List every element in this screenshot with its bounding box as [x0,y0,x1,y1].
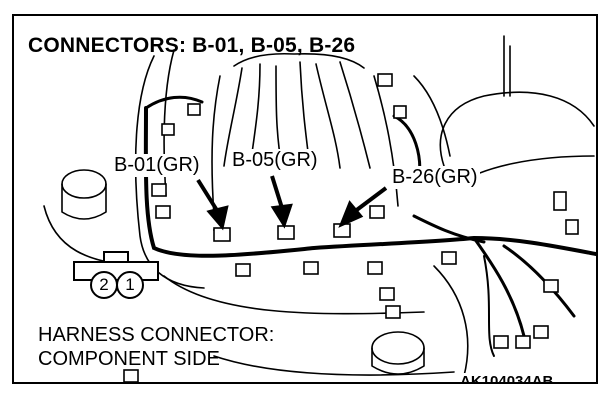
arrow-b01 [196,178,220,214]
engine-bay-illustration [43,35,596,382]
connector-b05-block [277,225,295,240]
connector-b01-block [213,227,231,242]
intake-runner-3 [315,63,341,169]
connector-pin-1: 1 [116,271,144,299]
diagram-frame: CONNECTORS: B-01, B-05, B-26 B-01(GR) B-… [12,14,598,384]
reservoir-cap [61,169,107,199]
harness-branch-right [472,236,526,338]
diagram-title: CONNECTORS: B-01, B-05, B-26 [28,34,356,57]
arrow-b26 [352,186,388,214]
arrow-b05 [270,175,284,209]
connector-face-latch [103,251,129,263]
harness-note-line2: COMPONENT SIDE [38,348,220,370]
harness-branch-left [144,95,204,110]
cap-right [371,331,425,365]
callout-b26: B-26(GR) [390,166,480,189]
harness-note-line1: HARNESS CONNECTOR: [38,324,275,346]
air-duct [439,91,595,167]
figure-code: AK104034AB [458,373,556,382]
intake-plenum [233,52,365,69]
lower-cover [163,275,425,315]
callout-b05: B-05(GR) [230,149,320,172]
intake-runner-1 [223,67,243,167]
connector-pin-2: 2 [90,271,118,299]
callout-b01: B-01(GR) [112,154,202,177]
main-harness [143,106,596,258]
